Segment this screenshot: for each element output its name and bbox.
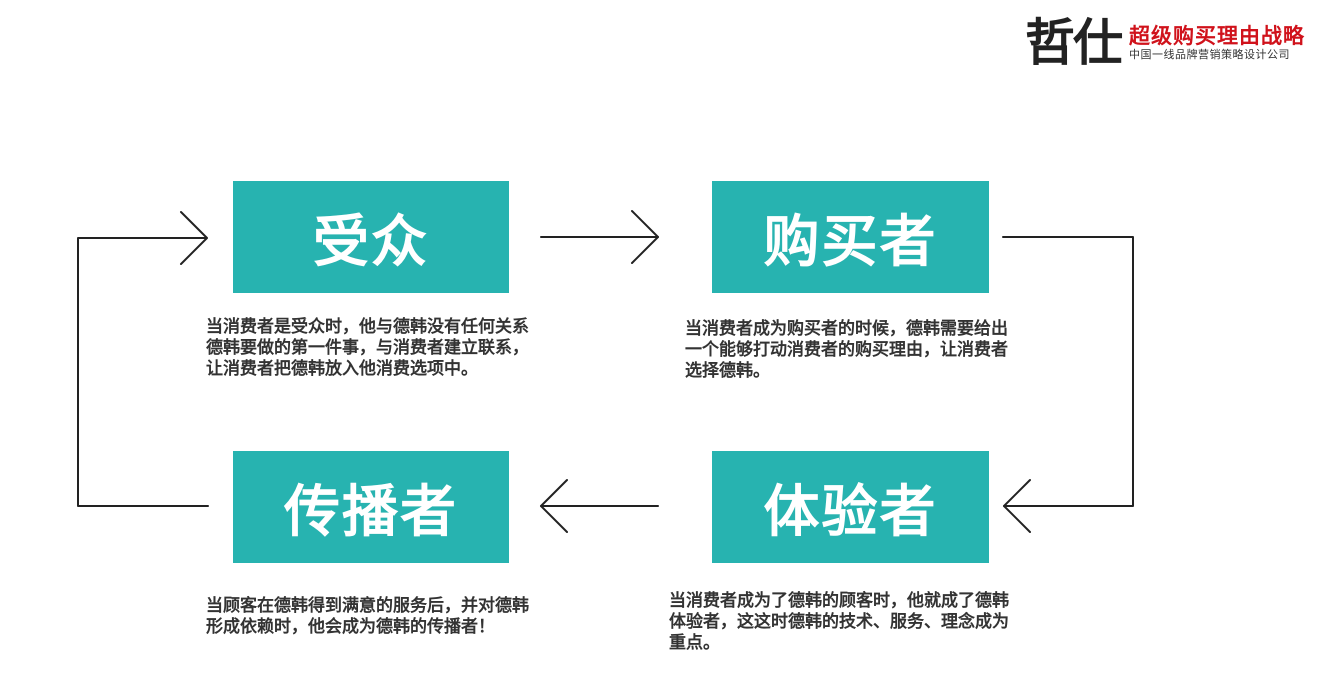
stage-box-buyer: 购买者 bbox=[712, 181, 989, 293]
stage-desc-buyer: 当消费者成为购买者的时候，德韩需要给出 一个能够打动消费者的购买理由，让消费者 … bbox=[685, 319, 1008, 381]
stage-desc-experience: 当消费者成为了德韩的顾客时，他就成了德韩 体验者，这这时德韩的技术、服务、理念成… bbox=[669, 591, 1009, 653]
arrow-audience-to-buyer-icon bbox=[631, 210, 659, 264]
stage-desc-spreader: 当顾客在德韩得到满意的服务后，并对德韩 形成依赖时，他会成为德韩的传播者！ bbox=[206, 596, 529, 637]
logo-text-block: 超级购买理由战略 中国一线品牌营销策略设计公司 bbox=[1129, 24, 1305, 62]
logo-mark: 哲仕 bbox=[1025, 14, 1123, 72]
loop-line-left bbox=[77, 237, 209, 507]
stage-box-experience: 体验者 bbox=[712, 451, 989, 563]
brand-logo: 哲仕 超级购买理由战略 中国一线品牌营销策略设计公司 bbox=[1025, 18, 1305, 68]
stage-desc-audience: 当消费者是受众时，他与德韩没有任何关系 德韩要做的第一件事，与消费者建立联系， … bbox=[206, 317, 529, 379]
logo-subtitle: 中国一线品牌营销策略设计公司 bbox=[1129, 48, 1290, 61]
loop-line-right bbox=[1002, 236, 1134, 507]
arrow-into-experience-icon bbox=[1003, 479, 1031, 533]
arrow-experience-to-spreader-icon bbox=[540, 479, 568, 533]
logo-slogan: 超级购买理由战略 bbox=[1129, 24, 1305, 48]
arrow-into-audience-icon bbox=[180, 211, 208, 265]
stage-box-spreader: 传播者 bbox=[233, 451, 509, 563]
stage-box-audience: 受众 bbox=[233, 181, 509, 293]
